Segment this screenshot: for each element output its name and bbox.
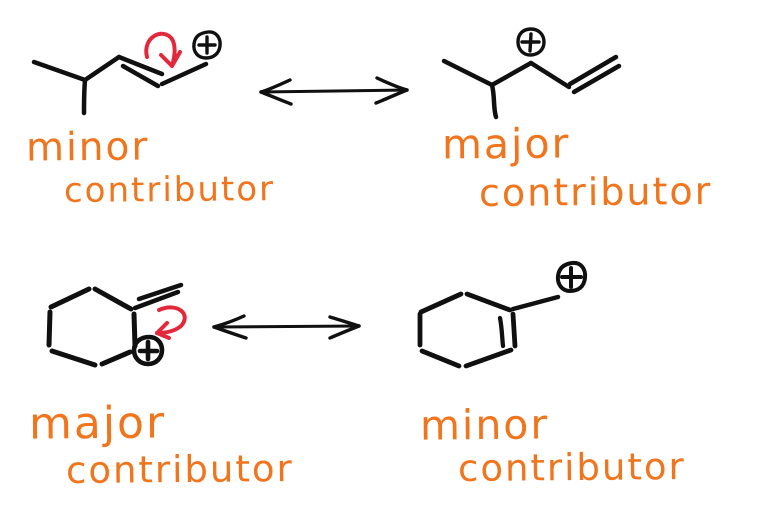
molecule-chain-cation-minor — [31, 30, 222, 116]
molecule-chain-cation-major — [441, 27, 622, 120]
contribution-label-top-right-line1: major — [441, 119, 571, 169]
curved-electron-arrow-icon — [155, 305, 187, 340]
contribution-label-bottom-right-line2: contributor — [457, 445, 686, 490]
resonance-arrow-icon — [212, 314, 361, 340]
plus-charge-icon — [192, 30, 222, 60]
plus-charge-icon — [131, 334, 165, 367]
molecule-ring-cation-minor — [417, 260, 588, 369]
contribution-label-top-left-line2: contributor — [63, 169, 276, 211]
resonance-arrow-icon — [259, 76, 409, 106]
contribution-label-bottom-left-line2: contributor — [65, 447, 294, 492]
contribution-label-top-right-line2: contributor — [478, 168, 713, 216]
contribution-label-top-left-line1: minor — [25, 124, 150, 171]
plus-charge-icon — [516, 27, 546, 57]
curved-electron-arrow-icon — [144, 31, 182, 68]
molecule-ring-cation-major — [46, 282, 187, 368]
contribution-label-bottom-right-line1: minor — [419, 400, 550, 450]
contribution-label-bottom-left-line1: major — [28, 397, 167, 450]
plus-charge-icon — [555, 260, 588, 293]
